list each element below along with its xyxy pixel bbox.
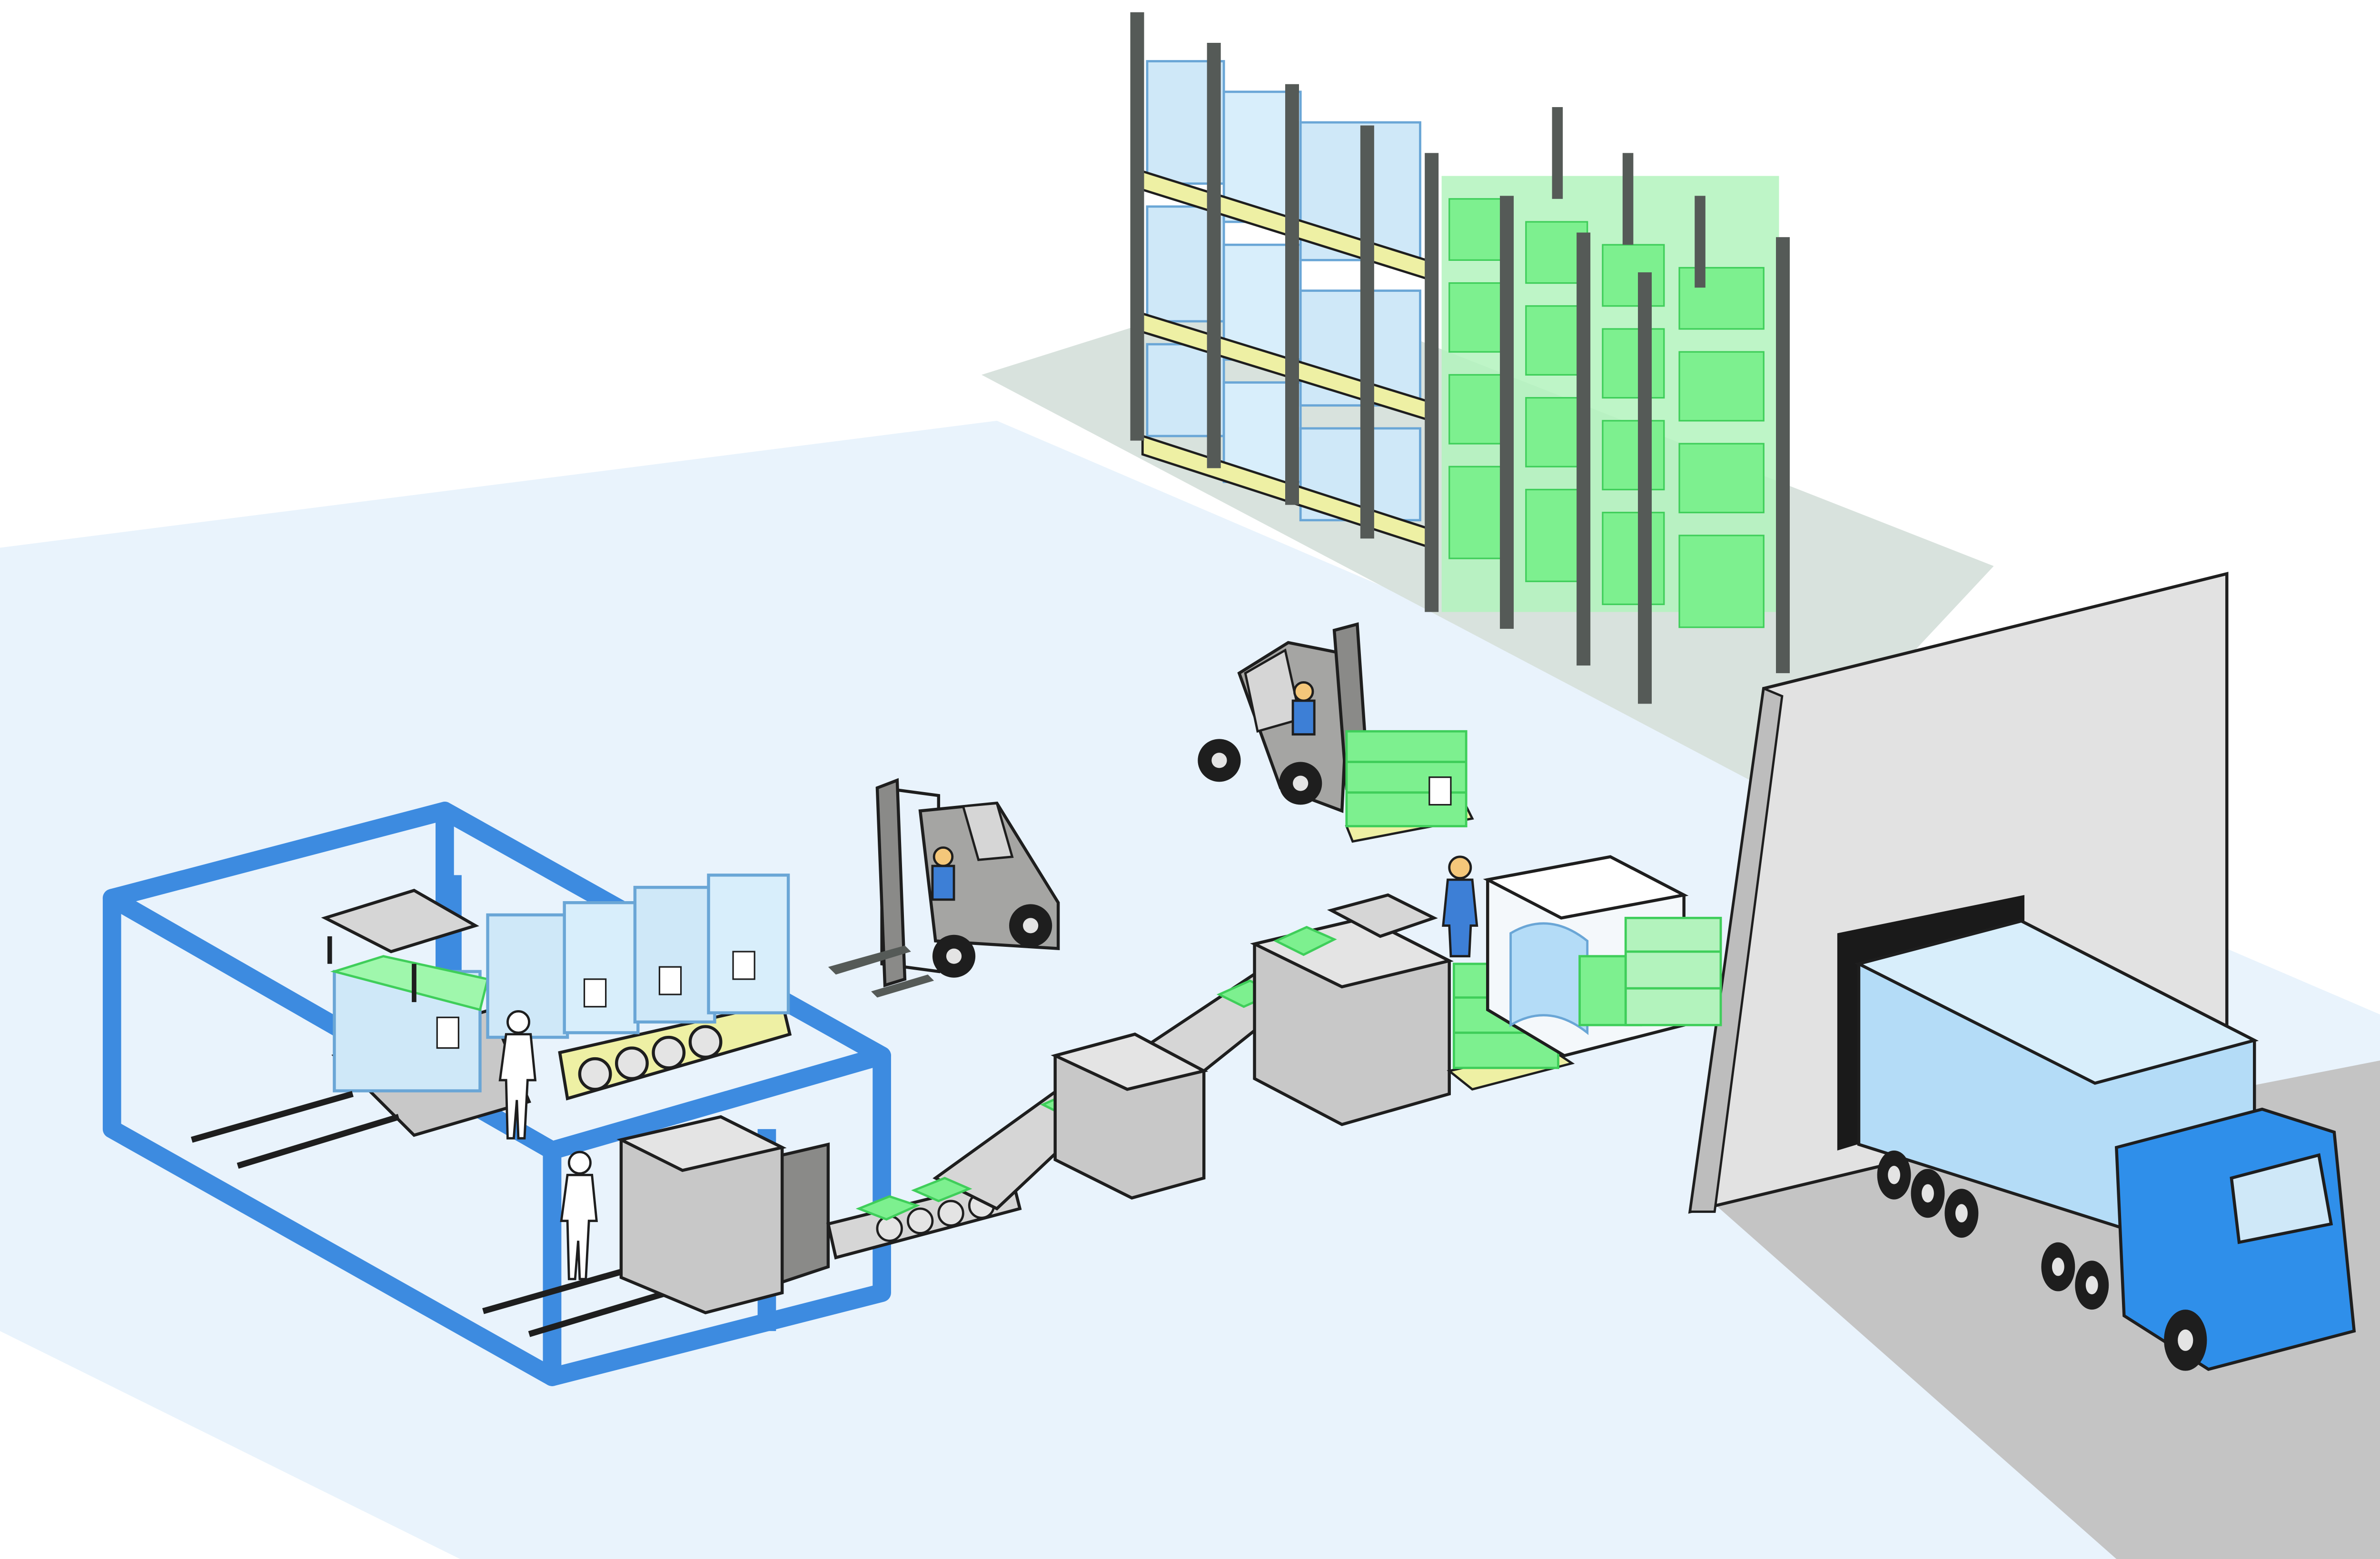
palletizer-icon xyxy=(1250,893,1454,1126)
rack-post xyxy=(1695,196,1706,288)
rack-post xyxy=(1776,237,1790,674)
check-weigher-icon xyxy=(1051,1033,1209,1200)
rack-post xyxy=(1577,232,1591,666)
forklift-icon xyxy=(828,778,1060,998)
bag-pallet-rack xyxy=(1425,107,1790,704)
rack-post xyxy=(1622,153,1634,245)
green-bag xyxy=(855,1195,921,1221)
warehouse-floor xyxy=(0,420,2380,1559)
rack-post xyxy=(1638,272,1652,704)
filling-station-icon xyxy=(190,889,684,1337)
bag-pallet xyxy=(1441,176,1779,628)
green-bag xyxy=(911,1177,972,1202)
truck-icon xyxy=(1854,919,2356,1371)
big-bag xyxy=(436,874,790,1049)
forklift-icon xyxy=(1198,622,1474,843)
rack-post xyxy=(1285,84,1299,505)
worker-icon xyxy=(498,1010,537,1140)
big-bag-rack xyxy=(1130,12,1428,548)
truck-wheels xyxy=(1877,1150,2207,1371)
rack-post xyxy=(1130,12,1144,441)
dock-wall-side xyxy=(1688,686,1784,1213)
truck-box-side xyxy=(1854,919,2259,1085)
worker-icon xyxy=(1442,855,1478,958)
bag-pallet-icon xyxy=(1624,916,1722,1026)
bag-pallet-icon xyxy=(1345,730,1474,843)
rack-post xyxy=(1425,153,1439,612)
truck-cab xyxy=(2114,1107,2356,1371)
rack-post xyxy=(1552,107,1563,199)
fill-head xyxy=(321,889,479,953)
bag-filler-icon xyxy=(616,1115,830,1314)
rack-post xyxy=(1207,42,1221,468)
green-bag xyxy=(1273,926,1337,956)
rack-post xyxy=(1360,125,1374,539)
worker-icon xyxy=(560,1151,598,1281)
truck-windshield xyxy=(2230,1153,2333,1244)
rack-post xyxy=(1500,196,1514,629)
